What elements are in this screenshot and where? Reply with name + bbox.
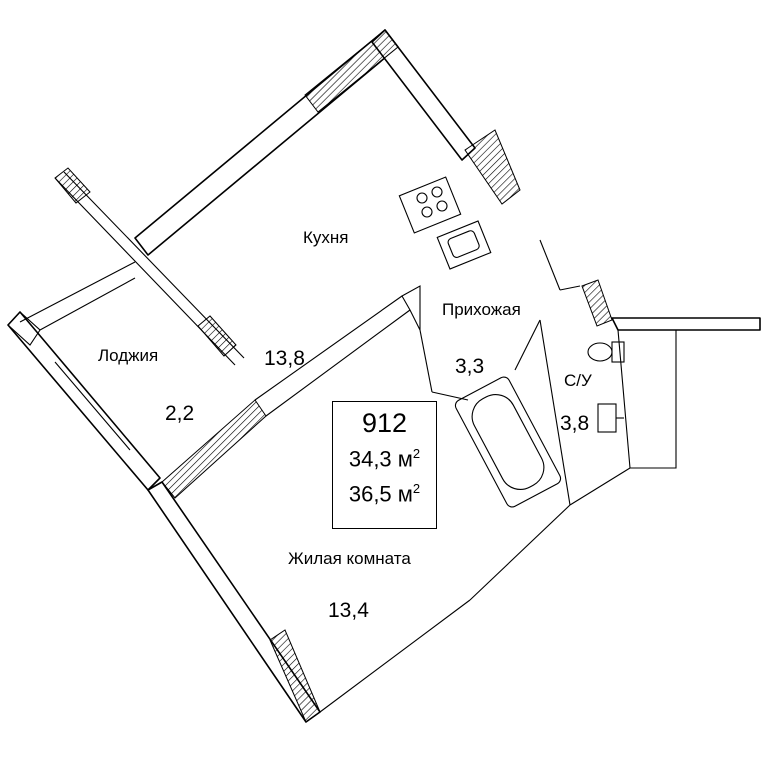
room-label-living-room: Жилая комната — [288, 549, 411, 568]
apartment-number: 912 — [361, 408, 408, 438]
toilet-icon — [587, 341, 625, 363]
room-label-hallway: Прихожая — [442, 300, 521, 319]
bathroom-walls — [539, 279, 761, 506]
apartment-total-area: 34,3 м2 — [348, 446, 421, 472]
room-area-loggia: 2,2 — [165, 402, 194, 425]
kitchen-walls — [54, 29, 521, 366]
apartment-info-box: 912 34,3 м2 36,5 м2 — [332, 401, 437, 529]
bathtub-icon — [454, 376, 562, 508]
room-label-bathroom: С/У — [564, 371, 592, 390]
stove-icon — [398, 176, 462, 234]
room-area-hallway: 3,3 — [455, 355, 484, 378]
room-area-bathroom: 3,8 — [560, 412, 589, 435]
room-area-kitchen: 13,8 — [264, 347, 305, 370]
living-room-walls — [147, 481, 571, 723]
sink-icon — [436, 220, 492, 270]
room-label-loggia: Лоджия — [98, 346, 158, 365]
hallway-walls — [401, 239, 581, 401]
room-label-kitchen: Кухня — [303, 228, 349, 247]
loggia-walls — [7, 261, 161, 491]
washbasin-icon — [597, 403, 624, 433]
apartment-total-area-with-loggia: 36,5 м2 — [348, 481, 421, 507]
room-area-living-room: 13,4 — [328, 599, 369, 622]
